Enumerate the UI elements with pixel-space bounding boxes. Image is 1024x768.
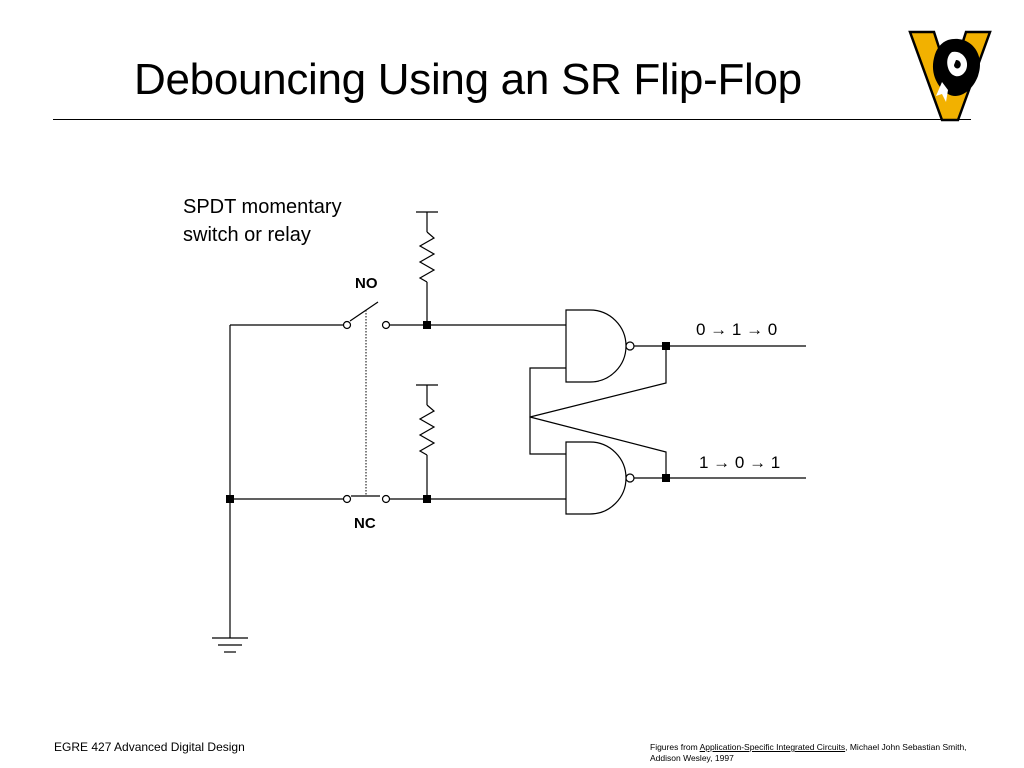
top-output-sequence: 0 → 1 → 0 — [696, 320, 777, 339]
junction-dot — [662, 342, 670, 350]
top-nand-bubble — [625, 341, 635, 351]
feedback-bottom-to-top — [529, 367, 667, 478]
credit-prefix: Figures from — [650, 742, 700, 752]
ground-symbol — [212, 637, 248, 653]
credit-suffix: , Michael John Sebastian Smith, Addison … — [650, 742, 967, 763]
no-common-contact — [342, 320, 352, 330]
nc-common-contact — [342, 494, 352, 504]
nc-label: NC — [354, 515, 376, 532]
credit-book-link[interactable]: Application-Specific Integrated Circuits — [699, 742, 846, 752]
bottom-pullup-resistor — [416, 384, 438, 499]
junction-dot — [662, 474, 670, 482]
switch-caption-line2: switch or relay — [183, 224, 311, 246]
slide-title: Debouncing Using an SR Flip-Flop — [134, 55, 802, 104]
figure-credit: Figures from Application-Specific Integr… — [650, 742, 980, 764]
course-footer: EGRE 427 Advanced Digital Design — [54, 740, 245, 754]
nc-contact — [381, 494, 391, 504]
switch-caption-line1: SPDT momentary — [183, 196, 342, 218]
vcu-ram-logo-icon — [908, 30, 992, 122]
top-pullup-resistor — [416, 211, 438, 325]
no-label: NO — [355, 275, 378, 292]
junction-dot — [226, 495, 234, 503]
title-divider — [53, 119, 971, 120]
bottom-nand-gate — [565, 441, 627, 515]
junction-dot — [423, 321, 431, 329]
feedback-top-to-bottom — [529, 346, 667, 455]
no-contact — [381, 320, 391, 330]
junction-dot — [423, 495, 431, 503]
bottom-nand-bubble — [625, 473, 635, 483]
top-nand-gate — [565, 309, 627, 383]
bottom-output-sequence: 1 → 0 → 1 — [699, 453, 780, 472]
no-switch-lever — [349, 301, 379, 322]
